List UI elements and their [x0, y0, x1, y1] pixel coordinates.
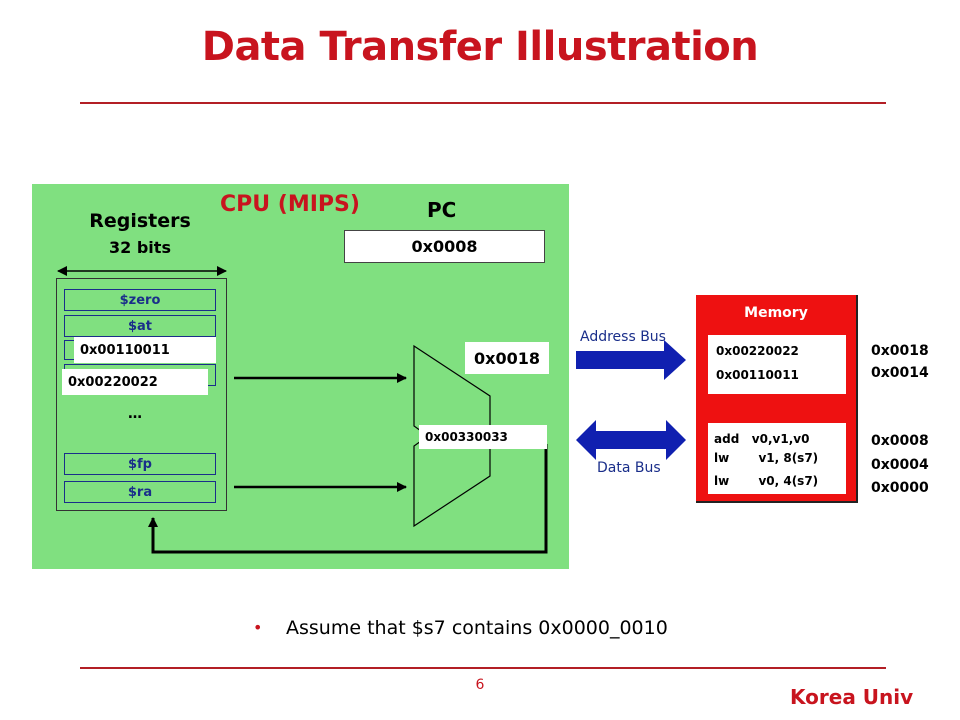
- address-bus-label: Address Bus: [580, 329, 666, 345]
- pc-label: PC: [427, 198, 457, 222]
- memory-title: Memory: [744, 305, 808, 321]
- memory-code-region: add v0,v1,v0 lw v1, 8(s7) lw v0, 4(s7): [708, 423, 846, 494]
- assumption-text: Assume that $s7 contains 0x0000_0010: [286, 617, 668, 639]
- mem-address-0004: 0x0004: [871, 457, 929, 473]
- register-ellipsis: …: [128, 406, 142, 422]
- register-file: [56, 278, 227, 511]
- data-bus-arrow: [576, 420, 686, 460]
- bottom-rule: [80, 667, 886, 669]
- register-value-2: 0x00220022: [62, 369, 208, 395]
- mem-address-0018: 0x0018: [871, 343, 929, 359]
- pc-value: 0x0008: [411, 237, 478, 256]
- mem-address-0008: 0x0008: [871, 433, 929, 449]
- slide-title: Data Transfer Illustration: [201, 24, 759, 70]
- instruction-lw-2: lw v0, 4(s7): [714, 474, 819, 488]
- feedback-path: [148, 444, 548, 554]
- memory-word-0014: 0x00110011: [716, 368, 799, 382]
- instruction-lw-1: lw v1, 8(s7): [714, 451, 819, 465]
- memory-word-0018: 0x00220022: [716, 344, 799, 358]
- register-ra: $ra: [64, 481, 216, 503]
- data-in-value: 0x00330033: [419, 425, 547, 449]
- page-number: 6: [475, 677, 485, 693]
- mem-address-0014: 0x0014: [871, 365, 929, 381]
- registers-subtitle: 32 bits: [109, 238, 171, 257]
- bus-arrows: [576, 340, 686, 460]
- register-fp: $fp: [64, 453, 216, 475]
- cpu-label: CPU (MIPS): [220, 192, 360, 217]
- register-at: $at: [64, 315, 216, 337]
- top-rule: [80, 102, 886, 104]
- pc-register: 0x0008: [344, 230, 545, 263]
- register-value-1: 0x00110011: [74, 337, 216, 363]
- footer-brand: Korea Univ: [790, 685, 914, 709]
- mem-address-0000: 0x0000: [871, 480, 929, 496]
- address-bus-arrow: [576, 340, 686, 380]
- address-out-value: 0x0018: [465, 342, 549, 374]
- registers-title: Registers: [89, 210, 191, 232]
- instruction-add: add v0,v1,v0: [714, 432, 810, 446]
- bullet-icon: •: [253, 618, 263, 637]
- data-bus-label: Data Bus: [597, 460, 661, 476]
- memory-data-region: 0x00220022 0x00110011: [708, 335, 846, 394]
- register-zero: $zero: [64, 289, 216, 311]
